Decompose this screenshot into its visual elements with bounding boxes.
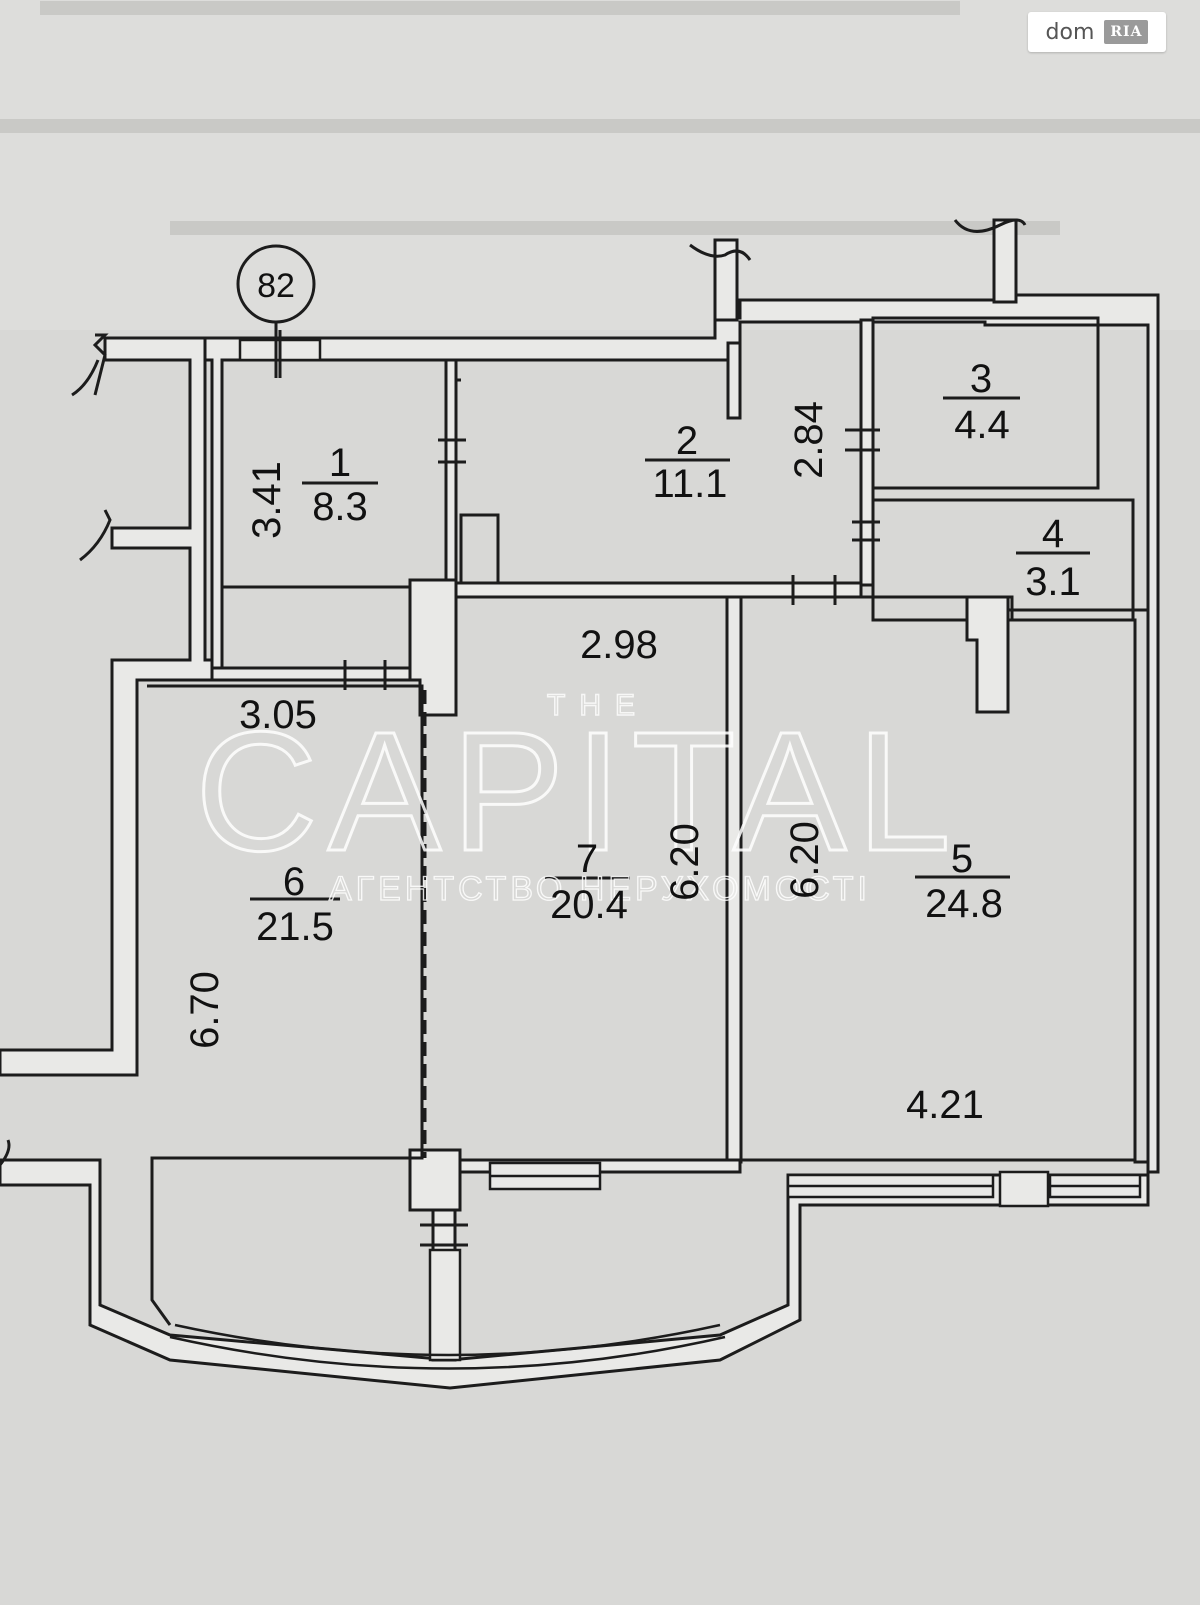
paper-top-band <box>0 0 1200 330</box>
room-2-height: 2.84 <box>787 401 831 479</box>
badge-brand-a: dom <box>1045 19 1095 45</box>
room-7-area: 20.4 <box>550 883 628 927</box>
axis-label: 82 <box>257 267 295 305</box>
domria-badge[interactable]: dom RIA <box>1028 12 1166 52</box>
watermark-brand: CAPITAL <box>195 697 961 887</box>
room-7-height: 6.20 <box>663 823 707 901</box>
faded-print <box>0 1 1200 235</box>
window-arc-outer <box>169 1335 726 1370</box>
watermark-the: THE <box>547 689 649 722</box>
room-6-number: 6 <box>283 860 305 904</box>
room-1-area: 8.3 <box>312 485 368 529</box>
room-7-number: 7 <box>576 837 598 881</box>
fraction-bars <box>250 396 1090 901</box>
window-arc <box>174 1323 721 1357</box>
room-2-area: 11.1 <box>653 462 728 506</box>
watermark: THE CAPITAL АГЕНТСТВО НЕРУХОМОСТІ <box>194 688 961 908</box>
room-outlines <box>147 378 1135 1326</box>
room-5-width: 4.21 <box>906 1083 984 1127</box>
door-marks <box>278 330 880 1247</box>
windows <box>238 338 1142 1362</box>
room-5-number: 5 <box>951 837 973 881</box>
room-4-area: 3.1 <box>1025 560 1081 604</box>
room-3-area: 4.4 <box>954 403 1010 447</box>
watermark-tagline: АГЕНТСТВО НЕРУХОМОСТІ <box>329 870 871 908</box>
room-5-area: 24.8 <box>925 882 1003 926</box>
room-2-number: 2 <box>676 419 698 463</box>
room-6-area: 21.5 <box>256 905 334 949</box>
badge-brand-b: RIA <box>1104 20 1149 44</box>
room-6-width: 3.05 <box>239 693 317 737</box>
room-3-number: 3 <box>970 357 992 401</box>
room-6-height: 6.70 <box>183 971 227 1049</box>
room-4-number: 4 <box>1042 512 1064 556</box>
room-1-number: 1 <box>329 441 351 485</box>
room-7-width: 2.98 <box>580 623 658 667</box>
break-lines <box>0 218 1027 1166</box>
room-5-height: 6.20 <box>783 821 827 899</box>
axis-marker <box>236 244 316 378</box>
room-1-height: 3.41 <box>245 461 289 539</box>
